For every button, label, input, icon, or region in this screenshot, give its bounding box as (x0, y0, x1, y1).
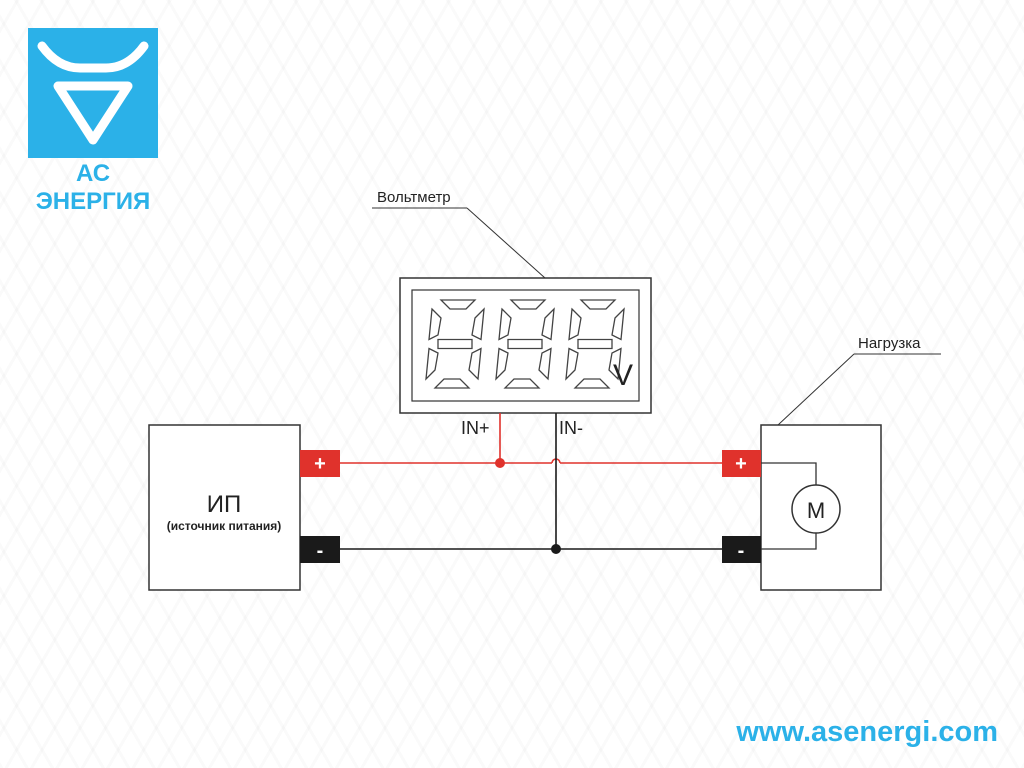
positive-wire (340, 413, 722, 464)
positive-junction (495, 458, 505, 468)
load-minus-label: - (738, 540, 745, 562)
motor-icon (791, 484, 841, 534)
power-supply-subtitle: (источник питания) (167, 519, 282, 533)
digit-segment (573, 378, 611, 389)
digit-segment (507, 338, 543, 350)
digit-segment (439, 299, 477, 310)
digit-segment (509, 299, 547, 310)
voltmeter-label: Вольтметр (377, 189, 451, 206)
power-supply-minus-terminal (300, 536, 340, 563)
website-url[interactable]: www.asenergi.com (736, 716, 998, 748)
power-supply-minus-label: - (317, 540, 324, 562)
power-supply-plus-label: + (314, 453, 326, 475)
digit-segment (495, 347, 509, 381)
voltmeter-callout-leader (466, 207, 546, 279)
voltmeter-pin-plus-label: IN+ (461, 418, 490, 438)
digit-segment (568, 307, 582, 341)
digit-segment (608, 347, 622, 381)
voltmeter-pin-minus-label: IN- (559, 418, 583, 438)
digit-segment (538, 347, 552, 381)
power-supply-title: ИП (207, 491, 242, 518)
digit-segment (503, 378, 541, 389)
load-label: Нагрузка (858, 335, 921, 352)
brand-logo (28, 28, 158, 158)
digit-segment (428, 307, 442, 341)
power-supply-box (148, 424, 301, 591)
power-supply-plus-terminal (300, 450, 340, 477)
digit-segment (611, 307, 625, 341)
logo-mark-icon (37, 41, 149, 145)
digit-segment (565, 347, 579, 381)
voltmeter-digits (425, 299, 625, 389)
load-plus-label: + (735, 453, 747, 475)
digit-segment (425, 347, 439, 381)
voltmeter-unit: V (613, 359, 633, 392)
motor-wiring (761, 462, 817, 550)
digit-segment (541, 307, 555, 341)
digit-segment (437, 338, 473, 350)
negative-wire (340, 413, 722, 550)
digit-segment (498, 307, 512, 341)
digit-segment (577, 338, 613, 350)
digit-segment (471, 307, 485, 341)
digit-segment (579, 299, 617, 310)
load-minus-terminal (722, 536, 761, 563)
digit-segment (468, 347, 482, 381)
motor-symbol: M (807, 498, 825, 523)
brand-name: АС ЭНЕРГИЯ (35, 160, 151, 215)
load-callout-leader (777, 353, 855, 426)
digit-segment (433, 378, 471, 389)
negative-junction (551, 544, 561, 554)
load-plus-terminal (722, 450, 761, 477)
